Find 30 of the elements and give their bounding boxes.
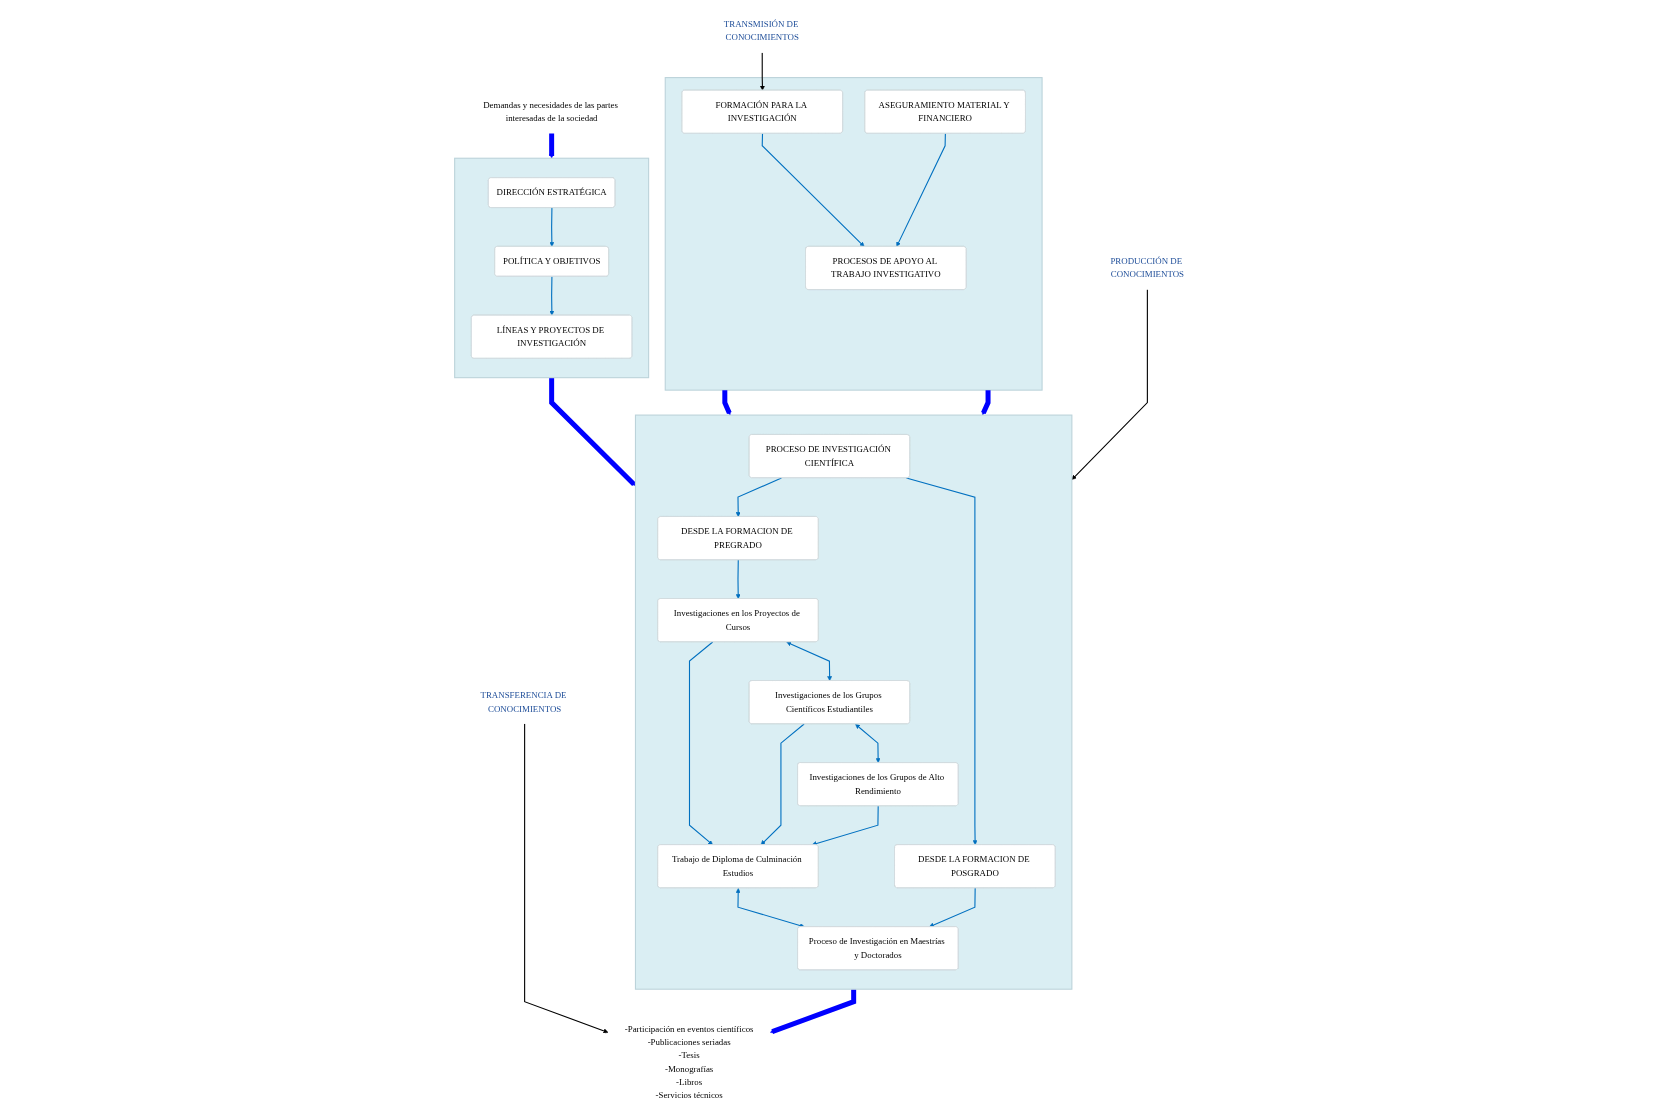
- arrow: [735, 559, 741, 599]
- arrow: [761, 133, 865, 247]
- cluster: [664, 77, 1043, 391]
- arrow: [722, 390, 732, 416]
- arrow: [735, 888, 805, 928]
- arrow: [759, 52, 765, 91]
- arrow: [981, 390, 991, 416]
- arrow: [688, 641, 714, 846]
- arrow: [769, 989, 857, 1035]
- arrow: [1071, 289, 1148, 480]
- node-text: TRANSFERENCIA DE CONOCIMIENTOS: [480, 690, 567, 714]
- arrow: [549, 207, 555, 247]
- arrow: [896, 133, 946, 247]
- node-text: -Participación en eventos científicos -Publicaciones seriadas -Tesis -Monografías -Libros -Servicios técnicos: [624, 1024, 754, 1101]
- arrow: [786, 641, 833, 682]
- cluster: [634, 414, 1073, 990]
- node-text: TRANSMISIÓN DE CONOCIMIENTOS: [723, 19, 799, 43]
- arrow: [549, 377, 636, 486]
- cluster: [454, 157, 650, 379]
- arrow: [855, 723, 881, 764]
- arrow: [549, 276, 555, 316]
- arrow: [524, 723, 609, 1034]
- arrow: [929, 887, 976, 928]
- arrow: [811, 805, 879, 846]
- arrow: [549, 133, 555, 159]
- arrow: [905, 477, 978, 846]
- arrow: [735, 477, 783, 517]
- arrow: [760, 723, 805, 846]
- node-text: PRODUCCIÓN DE CONOCIMIENTOS: [1110, 256, 1184, 280]
- node-text: Demandas y necesidades de las partes interesadas de la sociedad: [483, 100, 618, 123]
